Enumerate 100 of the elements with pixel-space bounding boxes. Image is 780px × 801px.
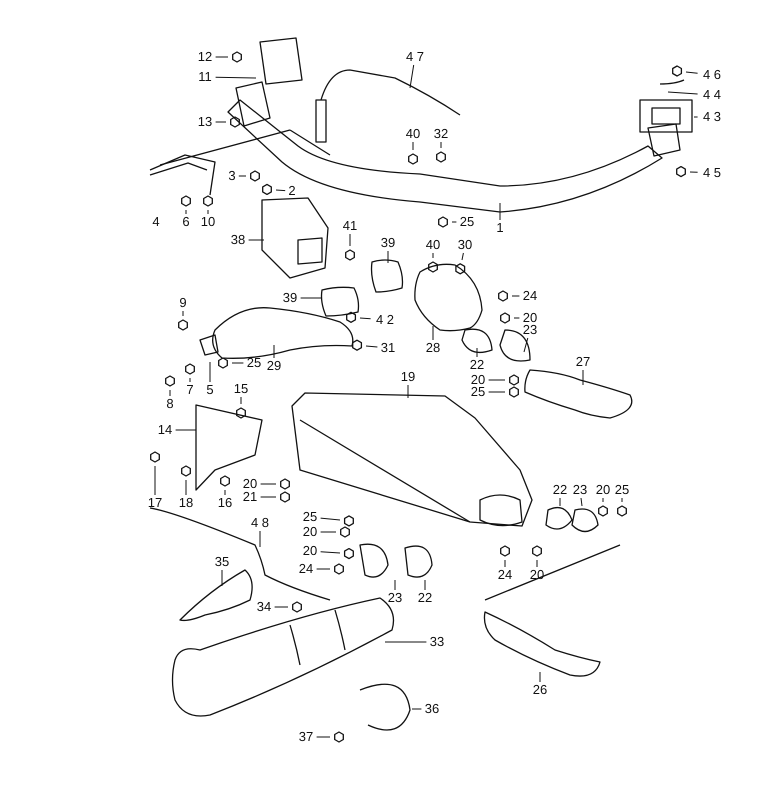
callout-number: 30 [458, 238, 472, 252]
callout-number: 21 [242, 490, 258, 504]
leader-line [320, 518, 340, 520]
callout-number: 25 [460, 215, 474, 229]
callout-number: 35 [214, 555, 230, 569]
callout-number: 34 [256, 600, 272, 614]
leader-line [360, 318, 372, 320]
callout-number: 7 [186, 383, 194, 397]
callout-number: 18 [178, 496, 194, 510]
callout-number: 37 [298, 730, 314, 744]
leader-line [260, 496, 276, 498]
leader-line [536, 560, 538, 568]
callout-number: 11 [198, 70, 212, 84]
leader-line [366, 346, 378, 348]
callout-number: 12 [198, 50, 212, 64]
leader-line [394, 580, 396, 590]
leader-line [440, 142, 442, 148]
callout-number: 8 [166, 397, 174, 411]
leader-line [668, 92, 698, 94]
callout-number: 39 [380, 236, 396, 250]
leader-line [424, 580, 426, 590]
callout-number: 24 [298, 562, 314, 576]
callout-number: 29 [266, 359, 282, 373]
leader-line [694, 116, 698, 118]
callout-number: 36 [424, 702, 440, 716]
callout-number: 9 [179, 296, 187, 310]
callout-number: 22 [418, 591, 432, 605]
callout-number: 19 [400, 370, 416, 384]
callout-number: 23 [522, 323, 538, 337]
callout-number: 4 4 [702, 88, 722, 102]
callout-number: 28 [426, 341, 440, 355]
callout-number: 4 7 [406, 50, 424, 64]
leader-line [232, 362, 244, 364]
callout-number: 20 [596, 483, 610, 497]
callout-number: 40 [426, 238, 440, 252]
callout-number: 23 [572, 483, 588, 497]
callout-number: 20 [470, 373, 486, 387]
callout-number: 39 [282, 291, 298, 305]
callout-number: 25 [302, 510, 318, 524]
leader-line [154, 466, 156, 496]
callout-number: 22 [552, 483, 568, 497]
callout-number: 17 [148, 496, 162, 510]
leader-line [504, 560, 506, 568]
callout-number: 25 [614, 483, 630, 497]
leader-line [602, 498, 604, 502]
callout-number: 31 [380, 341, 396, 355]
callout-number: 14 [158, 423, 172, 437]
callout-number: 1 [496, 221, 504, 235]
leader-line [215, 76, 256, 78]
callout-number: 4 2 [376, 313, 394, 327]
callout-number: 26 [532, 683, 548, 697]
callout-number: 20 [302, 544, 318, 558]
leader-line [412, 142, 414, 150]
callout-number: 23 [388, 591, 402, 605]
callout-number: 4 6 [702, 68, 722, 82]
callout-number: 32 [434, 127, 448, 141]
leader-line [412, 708, 422, 710]
callout-number: 4 5 [702, 166, 722, 180]
leader-line [432, 252, 434, 258]
leader-line [582, 370, 584, 386]
leader-line [320, 551, 340, 554]
leader-line [690, 172, 698, 173]
leader-line [224, 490, 226, 496]
callout-number: 25 [246, 356, 262, 370]
leader-line [432, 326, 434, 340]
leader-line [524, 338, 528, 352]
leader-line [316, 736, 330, 738]
callout-number: 5 [206, 383, 214, 397]
leader-line [274, 606, 288, 608]
leader-line [410, 64, 414, 88]
callout-number: 4 [152, 215, 160, 229]
leader-line [686, 72, 698, 74]
leader-line [476, 348, 478, 358]
leader-line [580, 498, 582, 506]
callout-number: 10 [200, 215, 216, 229]
callout-number: 38 [230, 233, 246, 247]
callout-number: 4 8 [250, 516, 270, 530]
callout-number: 22 [470, 358, 484, 372]
callout-number: 3 [228, 169, 236, 183]
leader-line [215, 56, 228, 58]
leader-line [276, 190, 286, 192]
leader-line [240, 396, 242, 404]
callout-number: 40 [406, 127, 420, 141]
callout-number: 2 [288, 184, 296, 198]
callout-number: 6 [182, 215, 190, 229]
callout-number: 15 [234, 382, 248, 396]
callout-number: 24 [498, 568, 512, 582]
callout-number: 24 [522, 289, 538, 303]
callout-number: 20 [302, 525, 318, 539]
leader-line [182, 310, 184, 316]
callout-number: 41 [342, 219, 358, 233]
callout-number: 27 [576, 355, 590, 369]
callout-number: 33 [430, 635, 444, 649]
callout-number: 16 [218, 496, 232, 510]
callout-number: 25 [470, 385, 486, 399]
callout-number: 4 3 [702, 110, 722, 124]
callout-number: 20 [242, 477, 258, 491]
leader-line [316, 568, 330, 570]
callout-number: 20 [522, 311, 538, 325]
leader-line [462, 252, 464, 260]
